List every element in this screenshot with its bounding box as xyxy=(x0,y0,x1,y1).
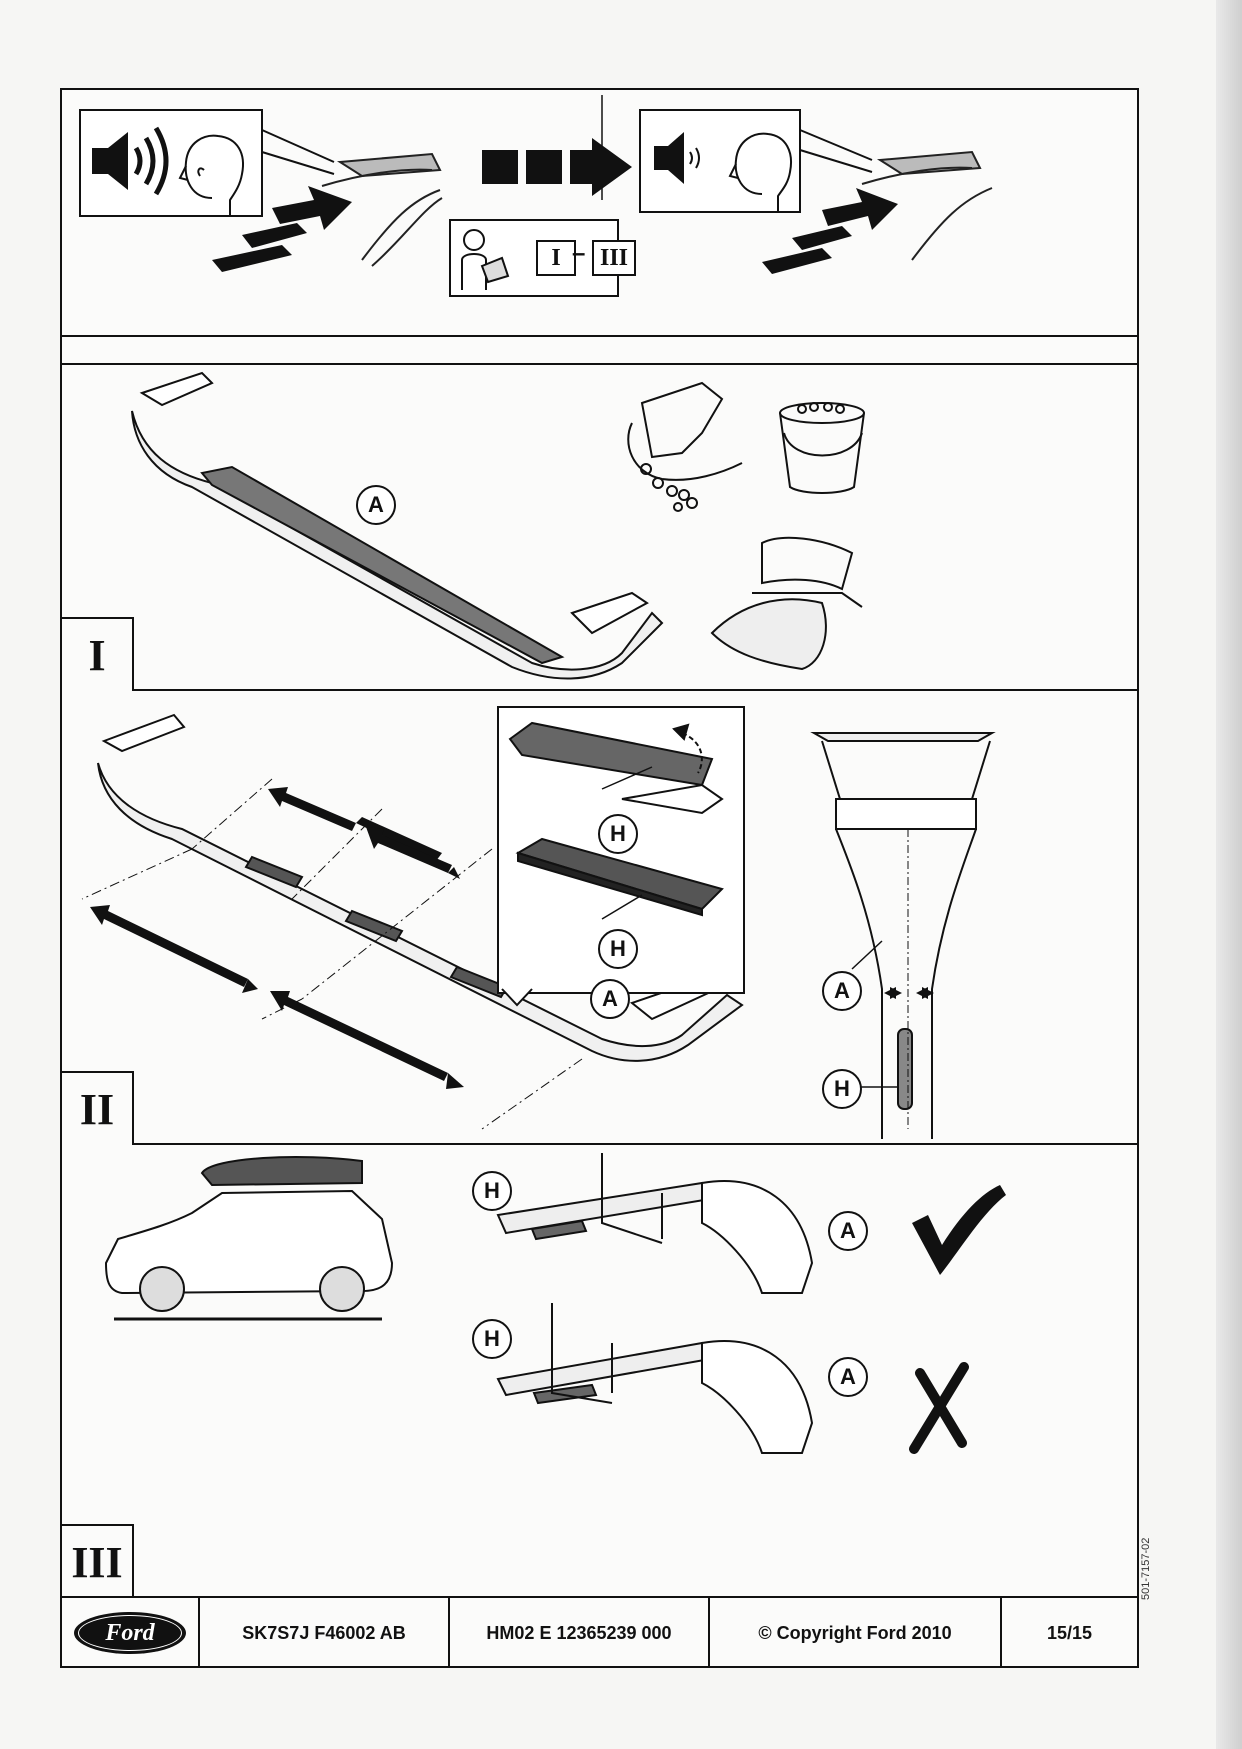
step-1-label: I xyxy=(62,617,134,691)
roof-rail-bar-with-pads xyxy=(97,713,744,1062)
part-h-callout-correct: H xyxy=(472,1171,512,1211)
page-edge xyxy=(1216,0,1242,1749)
spacer-strip xyxy=(62,335,1137,365)
pad-folded-illustration xyxy=(515,837,724,917)
head-listening-quiet-icon xyxy=(728,132,792,212)
side-document-code: 501-7157-02 xyxy=(1140,1537,1152,1600)
step-1-illustration xyxy=(131,371,865,680)
forward-arrow-right xyxy=(762,188,898,274)
part-h-callout-side: H xyxy=(822,1069,862,1109)
step-2-label: II xyxy=(62,1071,134,1145)
part-a-callout-bar: A xyxy=(590,979,630,1019)
ford-logo-text: Ford xyxy=(78,1615,182,1651)
read-manual-box xyxy=(449,219,619,297)
page-number: 15/15 xyxy=(1046,1622,1093,1643)
part-h-callout-wrong: H xyxy=(472,1319,512,1359)
copyright-text: © Copyright Ford 2010 xyxy=(710,1598,1002,1668)
step-1-panel: A I xyxy=(62,363,1137,691)
part-a-callout-correct: A xyxy=(828,1211,868,1251)
part-a-callout: A xyxy=(356,485,396,525)
step-3-label: III xyxy=(62,1524,134,1598)
pad-peel-illustration xyxy=(508,721,724,815)
part-a-callout-side: A xyxy=(822,971,862,1011)
document-number: HM02 E 12365239 000 xyxy=(450,1598,710,1668)
loud-speaker-icon xyxy=(92,126,169,196)
correct-mount-illustration xyxy=(496,1153,814,1294)
car-with-roof-box xyxy=(104,1156,394,1321)
part-h-callout-top: H xyxy=(598,814,638,854)
footer-bar: Ford SK7S7J F46002 AB HM02 E 12365239 00… xyxy=(62,1596,1137,1668)
cross-mark-icon xyxy=(909,1362,969,1454)
step-2-illustration xyxy=(81,706,996,1139)
quiet-speaker-icon xyxy=(654,132,700,184)
pad-center-arrows xyxy=(884,987,934,999)
roof-rail-bar xyxy=(131,371,664,680)
forward-arrow-left xyxy=(212,186,352,272)
ford-logo: Ford xyxy=(62,1598,200,1668)
noise-check-illustration xyxy=(79,95,993,297)
water-bucket-icon xyxy=(779,402,865,494)
part-number: SK7S7J F46002 AB xyxy=(200,1598,450,1668)
cloth-wipe-icon xyxy=(710,536,863,671)
part-h-callout-bottom: H xyxy=(598,929,638,969)
incorrect-mount-illustration xyxy=(496,1303,814,1454)
instruction-frame: I – III xyxy=(60,88,1139,1668)
car-roof-left xyxy=(321,152,443,267)
check-mark-icon xyxy=(912,1185,1006,1275)
dimension-arrows xyxy=(90,787,464,1089)
reading-person-icon xyxy=(461,229,510,290)
proceed-arrow xyxy=(482,138,632,196)
step-3-illustration xyxy=(104,1153,1006,1454)
step-2-panel: H H A A H II xyxy=(62,689,1137,1145)
step-range-from: I xyxy=(536,240,576,276)
part-a-callout-wrong: A xyxy=(828,1357,868,1397)
car-roof-right xyxy=(861,150,993,261)
step-range-separator: – xyxy=(572,240,586,267)
step-3-panel: H A H A III xyxy=(62,1143,1137,1598)
rail-end-view xyxy=(810,732,996,1139)
soap-hands-icon xyxy=(627,381,743,512)
step-range-to: III xyxy=(592,240,637,276)
noise-check-panel: I – III xyxy=(62,90,1137,337)
head-listening-icon xyxy=(178,134,244,216)
